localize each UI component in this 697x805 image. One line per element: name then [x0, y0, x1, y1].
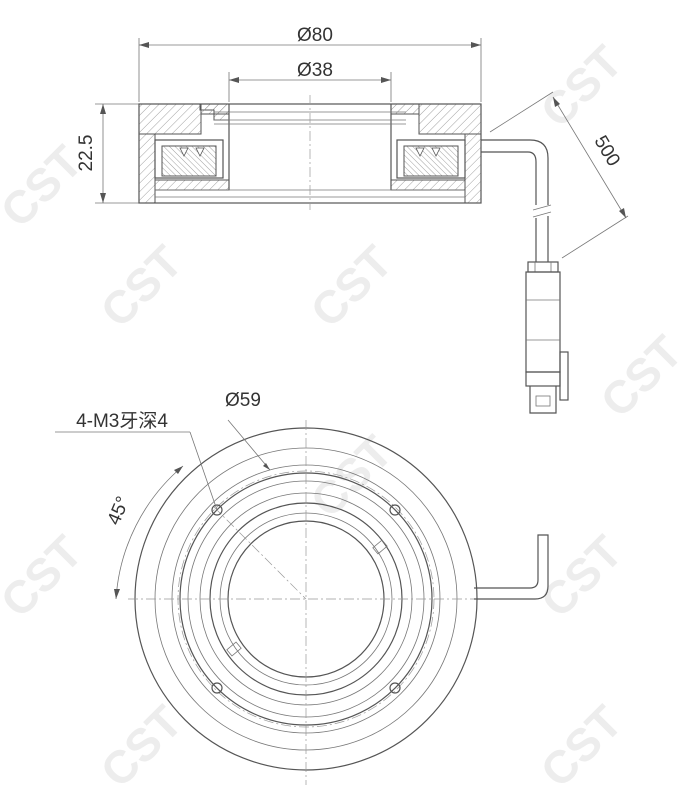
cable-upper: [481, 139, 549, 205]
cable-length-label: 500: [590, 132, 624, 170]
watermark-8: CST: [530, 525, 632, 627]
bolt-circle-label: Ø59: [225, 390, 261, 411]
outer-diameter-label: Ø80: [297, 25, 333, 46]
left-led-module: [154, 139, 224, 179]
watermark-4: CST: [530, 35, 632, 137]
mounting-hole-4: [389, 682, 401, 694]
watermark-3: CST: [300, 235, 402, 337]
front-view: Ø59 4-M3牙深4 45°: [55, 390, 549, 785]
hole-angle-label: 45°: [104, 494, 135, 529]
mounting-holes: [211, 504, 401, 694]
watermark-10: CST: [530, 695, 632, 797]
mounting-holes-label: 4-M3牙深4: [76, 410, 168, 432]
dim-outer-diameter: Ø80: [138, 25, 482, 102]
dim-inner-diameter: Ø38: [228, 60, 392, 102]
right-led-module: [396, 139, 466, 179]
mounting-hole-2: [389, 504, 401, 516]
watermark-5: CST: [590, 325, 692, 427]
cable-exit: [474, 534, 549, 600]
cable-lower: [535, 216, 549, 262]
dim-hole-angle: 45°: [104, 465, 184, 600]
watermark-2: CST: [90, 235, 192, 337]
dim-mounting-holes: 4-M3牙深4: [55, 410, 218, 511]
watermark-6: CST: [300, 425, 402, 527]
section-view: Ø80 Ø38 22.5: [76, 25, 629, 414]
inner-diameter-label: Ø38: [297, 60, 333, 81]
watermark-7: CST: [0, 525, 92, 627]
mounting-hole-3: [211, 682, 223, 694]
connector: [525, 261, 569, 414]
height-label: 22.5: [76, 135, 97, 172]
dim-bolt-circle: Ø59: [225, 390, 271, 471]
mounting-hole-1: [211, 504, 223, 516]
dim-height: 22.5: [76, 103, 139, 204]
